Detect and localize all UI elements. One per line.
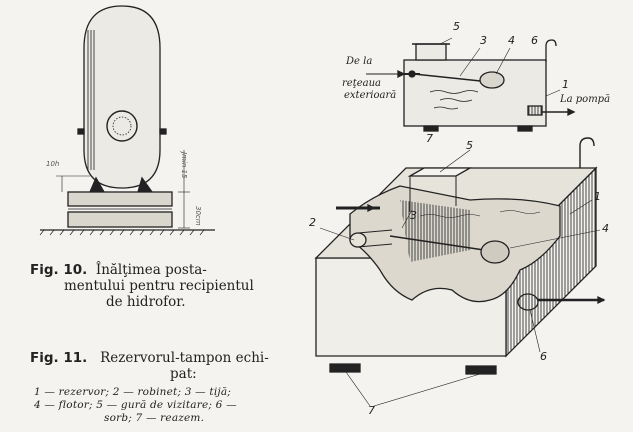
inlet-arrow <box>397 69 406 79</box>
iso-label-2: 2 <box>309 216 316 229</box>
top-label-4: 4 <box>508 34 515 47</box>
float-rod <box>413 73 491 83</box>
nozzle-right <box>159 128 167 135</box>
top-label-7: 7 <box>426 132 433 145</box>
tank-section <box>403 59 547 127</box>
cutaway-shade <box>400 200 470 262</box>
manhole-neck <box>415 43 447 61</box>
top-label-6: 6 <box>531 34 538 47</box>
iso-outlet-arrow <box>597 295 606 305</box>
iso-valve <box>349 232 367 248</box>
vessel-shade <box>86 30 95 170</box>
iso-strainer <box>517 293 539 311</box>
vent-pipe <box>545 39 557 62</box>
fig11-legend-line-2: 4 — flotor; 5 — gură de vizitare; 6 — <box>34 399 237 411</box>
iso-label-4: 4 <box>602 222 609 235</box>
fig11-legend-line-1: 1 — rezervor; 2 — robinet; 3 — tijă; <box>34 386 232 398</box>
leader-1 <box>545 89 561 97</box>
float-ball <box>479 71 505 89</box>
fig10-dim-left: 10h <box>46 160 60 168</box>
manhole-inner <box>112 116 132 136</box>
vessel-body <box>83 5 161 189</box>
nozzle-left <box>77 128 85 135</box>
fig11-caption: Fig. 11. Rezervorul-tampon echi- pat: <box>30 350 310 382</box>
fig11-caption-line-1: Rezervorul-tampon echi- <box>100 350 269 366</box>
iso-rod <box>389 235 485 251</box>
fig10-dim-right-2: 30cm <box>194 206 202 226</box>
ground-hatch <box>39 229 205 236</box>
leader-5 <box>439 37 453 45</box>
fig10-dim-right-1: Jmin 15 <box>180 152 188 179</box>
fig11-caption-number: Fig. 11. <box>30 350 88 366</box>
iso-vent <box>579 137 595 168</box>
fig10-caption-number: Fig. 10. <box>30 262 88 278</box>
iso-leader-3 <box>401 209 413 229</box>
top-label-1: 1 <box>562 78 569 91</box>
water-lines <box>429 90 479 110</box>
iso-leader-2 <box>319 227 355 241</box>
iso-label-3: 3 <box>410 209 417 222</box>
fig11-iso-drawing <box>314 137 606 407</box>
pedestal-top <box>67 191 173 207</box>
iso-leader-1 <box>569 199 593 215</box>
iso-leader-4 <box>509 229 601 249</box>
iso-leader-7b <box>373 373 481 407</box>
support-left <box>423 125 439 132</box>
fig10-caption-line-3: de hidrofor. <box>106 294 186 310</box>
leader-3 <box>459 47 481 77</box>
pedestal-bottom <box>67 211 173 228</box>
iso-support-left <box>329 363 361 373</box>
iso-label-1: 1 <box>594 190 601 203</box>
fig10-caption-line-2: mentului pentru recipientul <box>64 278 254 294</box>
fig11-legend: 1 — rezervor; 2 — robinet; 3 — tijă; 4 —… <box>34 386 314 425</box>
outlet-arrow <box>567 107 576 117</box>
fig10-drawing <box>39 5 215 236</box>
top-label-3: 3 <box>480 34 487 47</box>
top-label-5: 5 <box>453 20 460 33</box>
iso-valve-body <box>357 229 393 234</box>
iso-leader-7a <box>345 371 371 407</box>
to-pump-label: La pompă <box>560 94 611 105</box>
fig11-legend-line-3: sorb; 7 — reazem. <box>104 412 205 424</box>
fig10-caption: Fig. 10. Înălţimea posta- mentului pentr… <box>30 262 280 310</box>
iso-valve-body-2 <box>357 243 393 248</box>
strainer <box>527 105 543 116</box>
iso-leader-5 <box>439 149 471 173</box>
from-network-line-1: De la <box>346 56 373 67</box>
iso-label-7: 7 <box>368 404 375 417</box>
iso-label-5: 5 <box>466 139 473 152</box>
leader-4 <box>495 47 511 75</box>
iso-leader-6 <box>529 309 541 353</box>
from-network-line-2: reţeaua <box>342 78 381 89</box>
iso-float <box>480 240 510 264</box>
support-right <box>517 125 533 132</box>
iso-manhole-wall <box>409 176 457 212</box>
fig11-section-drawing <box>366 37 576 132</box>
fig10-caption-line-1: Înălţimea posta- <box>95 262 207 278</box>
manhole-ring <box>106 110 138 142</box>
iso-support-right <box>465 365 497 375</box>
from-network-line-3: exterioară <box>344 90 397 101</box>
fig11-caption-line-2: pat: <box>170 366 197 382</box>
iso-inlet-arrow <box>367 203 376 213</box>
iso-water <box>419 210 541 218</box>
iso-label-6: 6 <box>540 350 547 363</box>
